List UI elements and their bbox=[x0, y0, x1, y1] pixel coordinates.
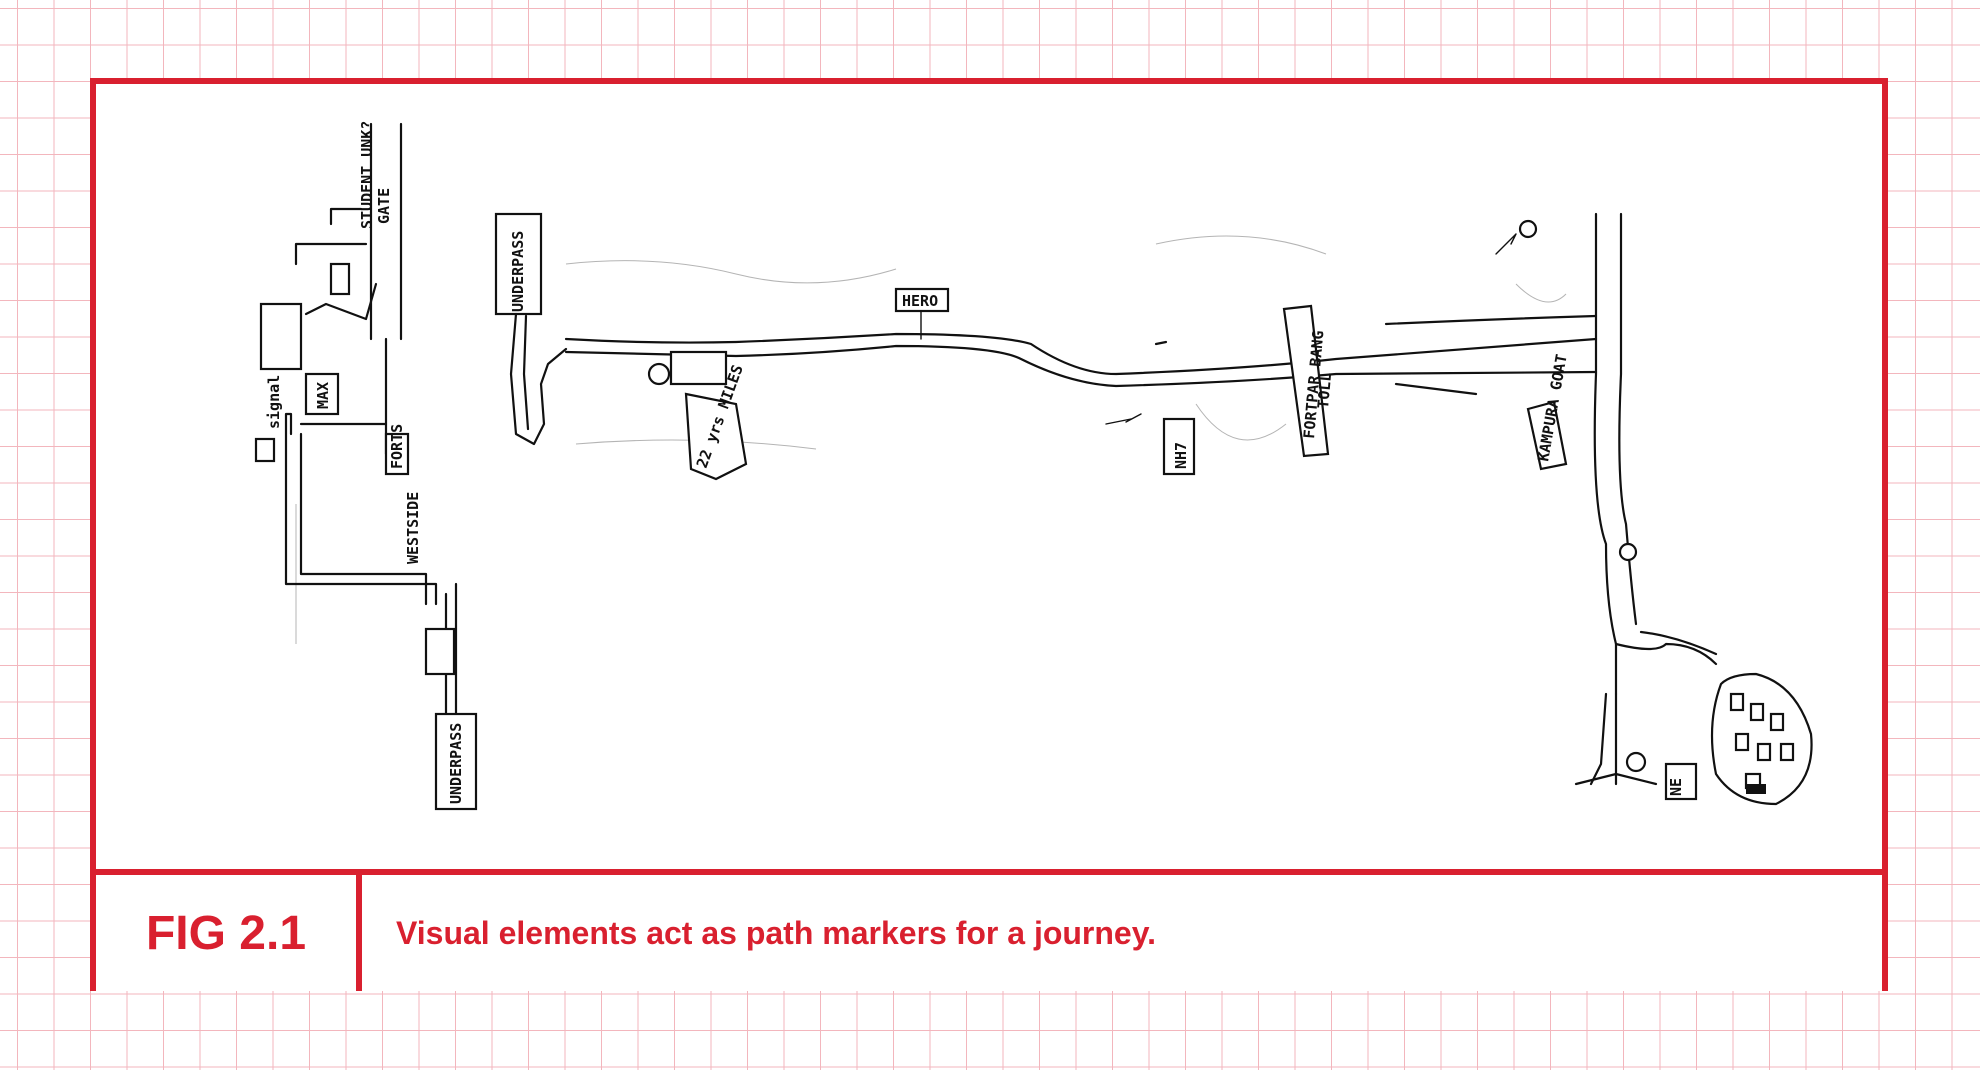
label-toll: TOLL bbox=[1314, 372, 1335, 410]
miles-tag bbox=[684, 392, 748, 481]
figure-caption: Visual elements act as path markers for … bbox=[396, 914, 1157, 951]
label-signal: signal bbox=[265, 375, 283, 429]
underpass-loop: UNDERPASS bbox=[494, 212, 568, 446]
forts-building-block bbox=[384, 432, 410, 476]
label-ne: NE bbox=[1667, 778, 1685, 796]
main-horizontal-road: 22 yrs MILES HERO NH7 FORTPAR BANG TOLL bbox=[564, 219, 1598, 481]
label-hero: HERO bbox=[902, 292, 938, 310]
paper-texture bbox=[295, 235, 1567, 644]
figure-label: FIG 2.1 bbox=[145, 906, 307, 960]
toll-booth bbox=[1282, 304, 1330, 458]
caption-bar: FIG 2.1 Visual elements act as path mark… bbox=[96, 869, 1882, 991]
label-westside: WESTSIDE bbox=[404, 492, 422, 564]
label-student-unk: STUDENT UNK? bbox=[358, 121, 376, 229]
gate-marker bbox=[329, 262, 351, 296]
hero-sign bbox=[894, 287, 950, 313]
label-forts: FORTS bbox=[388, 424, 406, 469]
label-underpass-lower: UNDERPASS bbox=[447, 723, 465, 804]
roundabout-marker-3 bbox=[1625, 751, 1647, 773]
max-building-block bbox=[304, 372, 340, 416]
building-box-mid bbox=[669, 350, 728, 386]
figure-label-cell: FIG 2.1 bbox=[96, 875, 362, 991]
signal-marker bbox=[254, 437, 276, 463]
roundabout-marker-1 bbox=[647, 362, 671, 386]
figure-frame: GATE STUDENT UNK? signal MAX FORTS WESTS… bbox=[90, 78, 1888, 991]
direction-marker bbox=[1518, 219, 1538, 239]
kanpura-sign bbox=[1526, 400, 1568, 471]
ne-block bbox=[1664, 762, 1698, 801]
hand-drawn-map-sketch: GATE STUDENT UNK? signal MAX FORTS WESTS… bbox=[96, 84, 1882, 869]
left-road-cluster: GATE STUDENT UNK? signal MAX FORTS WESTS… bbox=[254, 121, 478, 811]
nh7-sign bbox=[1162, 417, 1196, 476]
label-gate: GATE bbox=[375, 188, 393, 224]
label-underpass-upper: UNDERPASS bbox=[509, 231, 527, 312]
map-sketch-drawing: GATE STUDENT UNK? signal MAX FORTS WESTS… bbox=[254, 121, 1813, 811]
label-max: MAX bbox=[314, 382, 332, 409]
campus-outline bbox=[1710, 672, 1813, 806]
roundabout-marker-2 bbox=[1618, 542, 1638, 562]
left-building-block bbox=[259, 302, 303, 371]
underpass-box-lower bbox=[434, 712, 478, 811]
label-nh7: NH7 bbox=[1172, 442, 1190, 469]
underpass-box-upper bbox=[494, 212, 543, 316]
right-vertical-road: KAMPURA GOAT NE bbox=[1526, 212, 1813, 806]
small-block bbox=[424, 627, 456, 676]
